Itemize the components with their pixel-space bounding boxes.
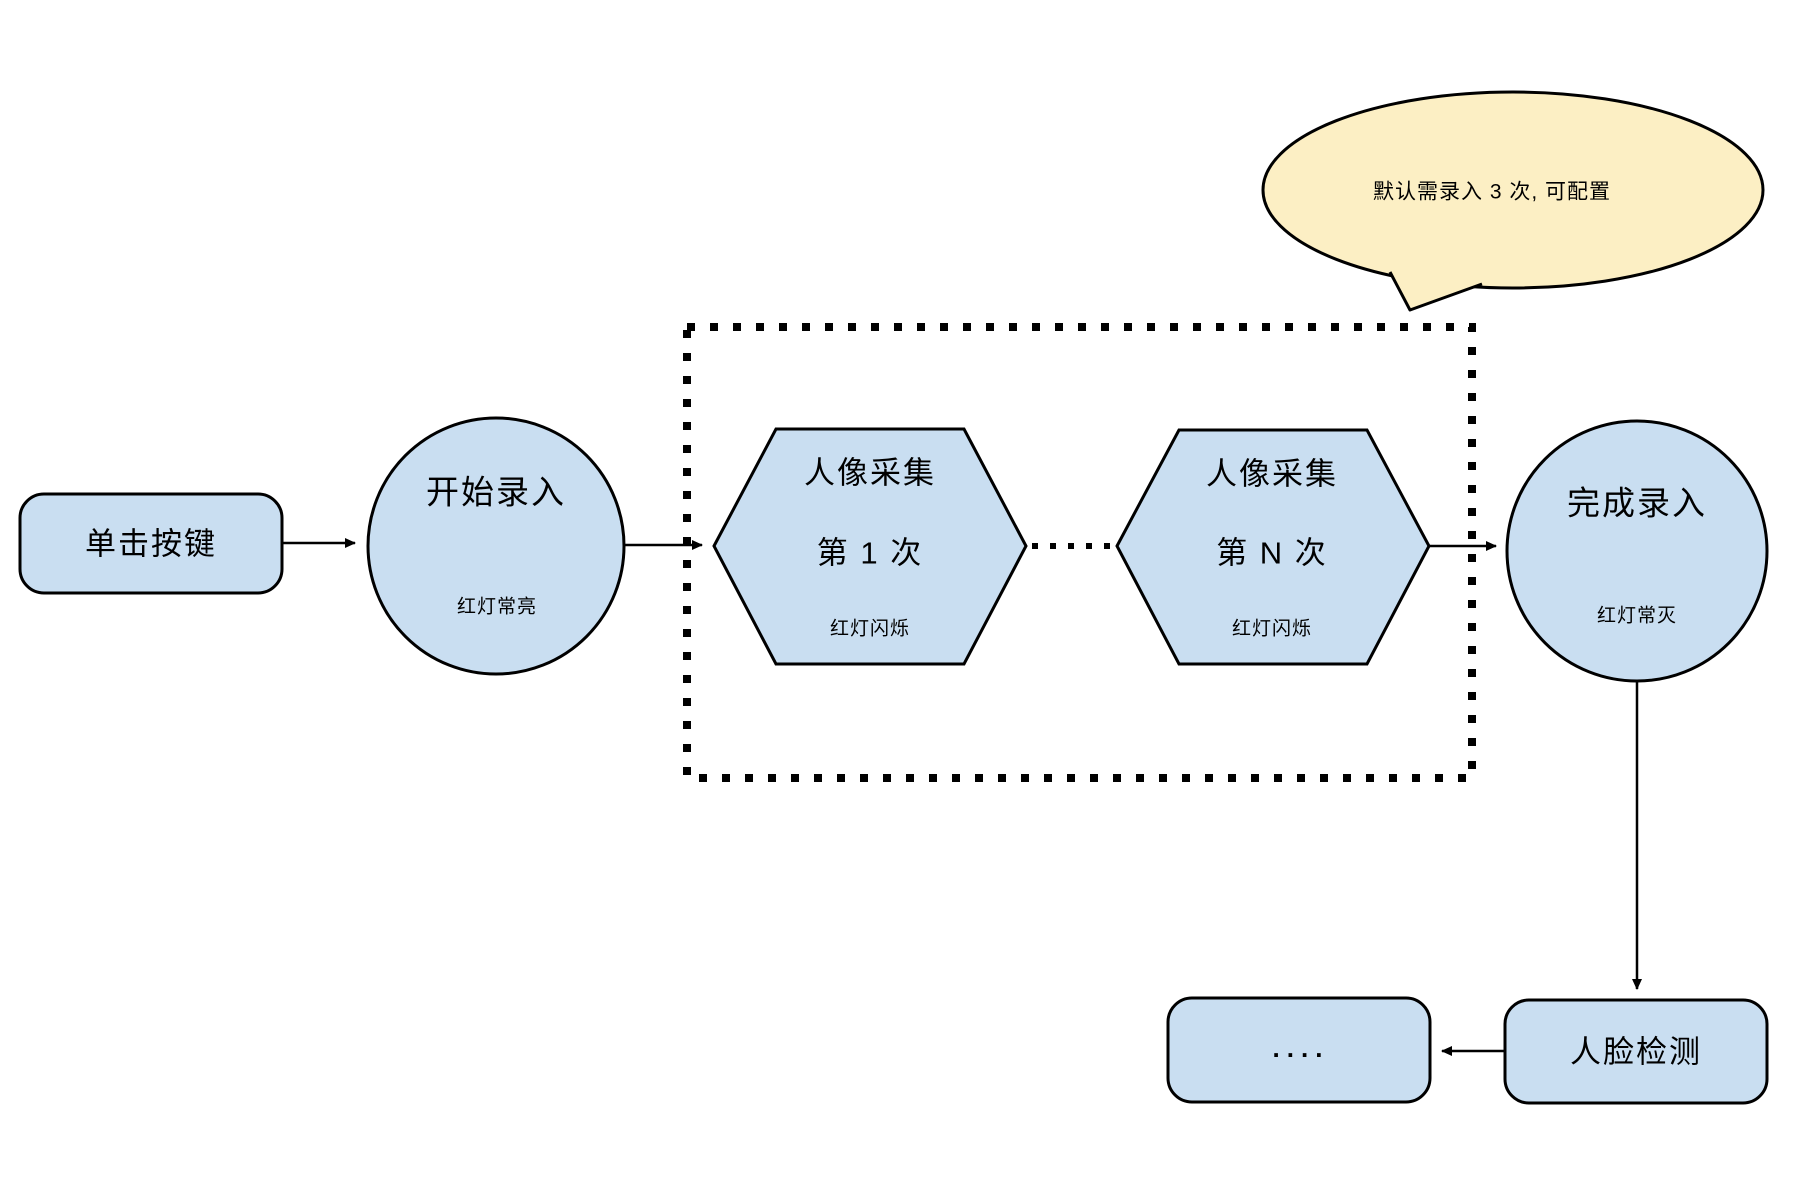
callout-tail bbox=[1388, 271, 1483, 312]
capture-nth-title: 人像采集 bbox=[1206, 456, 1338, 492]
capture-first-node bbox=[712, 427, 1028, 666]
click-button-label: 单击按键 bbox=[85, 526, 217, 562]
callout-bubble bbox=[1261, 90, 1765, 290]
callout-text: 默认需录入 3 次, 可配置 bbox=[1372, 180, 1612, 204]
start-enroll-subtitle: 红灯常亮 bbox=[456, 596, 538, 618]
ellipsis-label: .... bbox=[1272, 1033, 1330, 1063]
capture-first-title: 人像采集 bbox=[804, 455, 936, 491]
capture-first-subtitle: 红灯闪烁 bbox=[829, 618, 911, 640]
start-enroll-node bbox=[366, 416, 626, 676]
capture-nth-count: 第 N 次 bbox=[1216, 535, 1328, 571]
start-enroll-title: 开始录入 bbox=[426, 473, 566, 511]
finish-enroll-subtitle: 红灯常灭 bbox=[1596, 605, 1678, 627]
ellipsis-node bbox=[1166, 996, 1432, 1104]
finish-enroll-node bbox=[1505, 419, 1769, 683]
loop-region-dotted-rect bbox=[683, 323, 1476, 782]
finish-enroll-title: 完成录入 bbox=[1567, 484, 1707, 522]
capture-first-count: 第 1 次 bbox=[816, 535, 924, 571]
capture-nth-subtitle: 红灯闪烁 bbox=[1231, 618, 1313, 640]
face-detect-label: 人脸检测 bbox=[1570, 1034, 1702, 1070]
